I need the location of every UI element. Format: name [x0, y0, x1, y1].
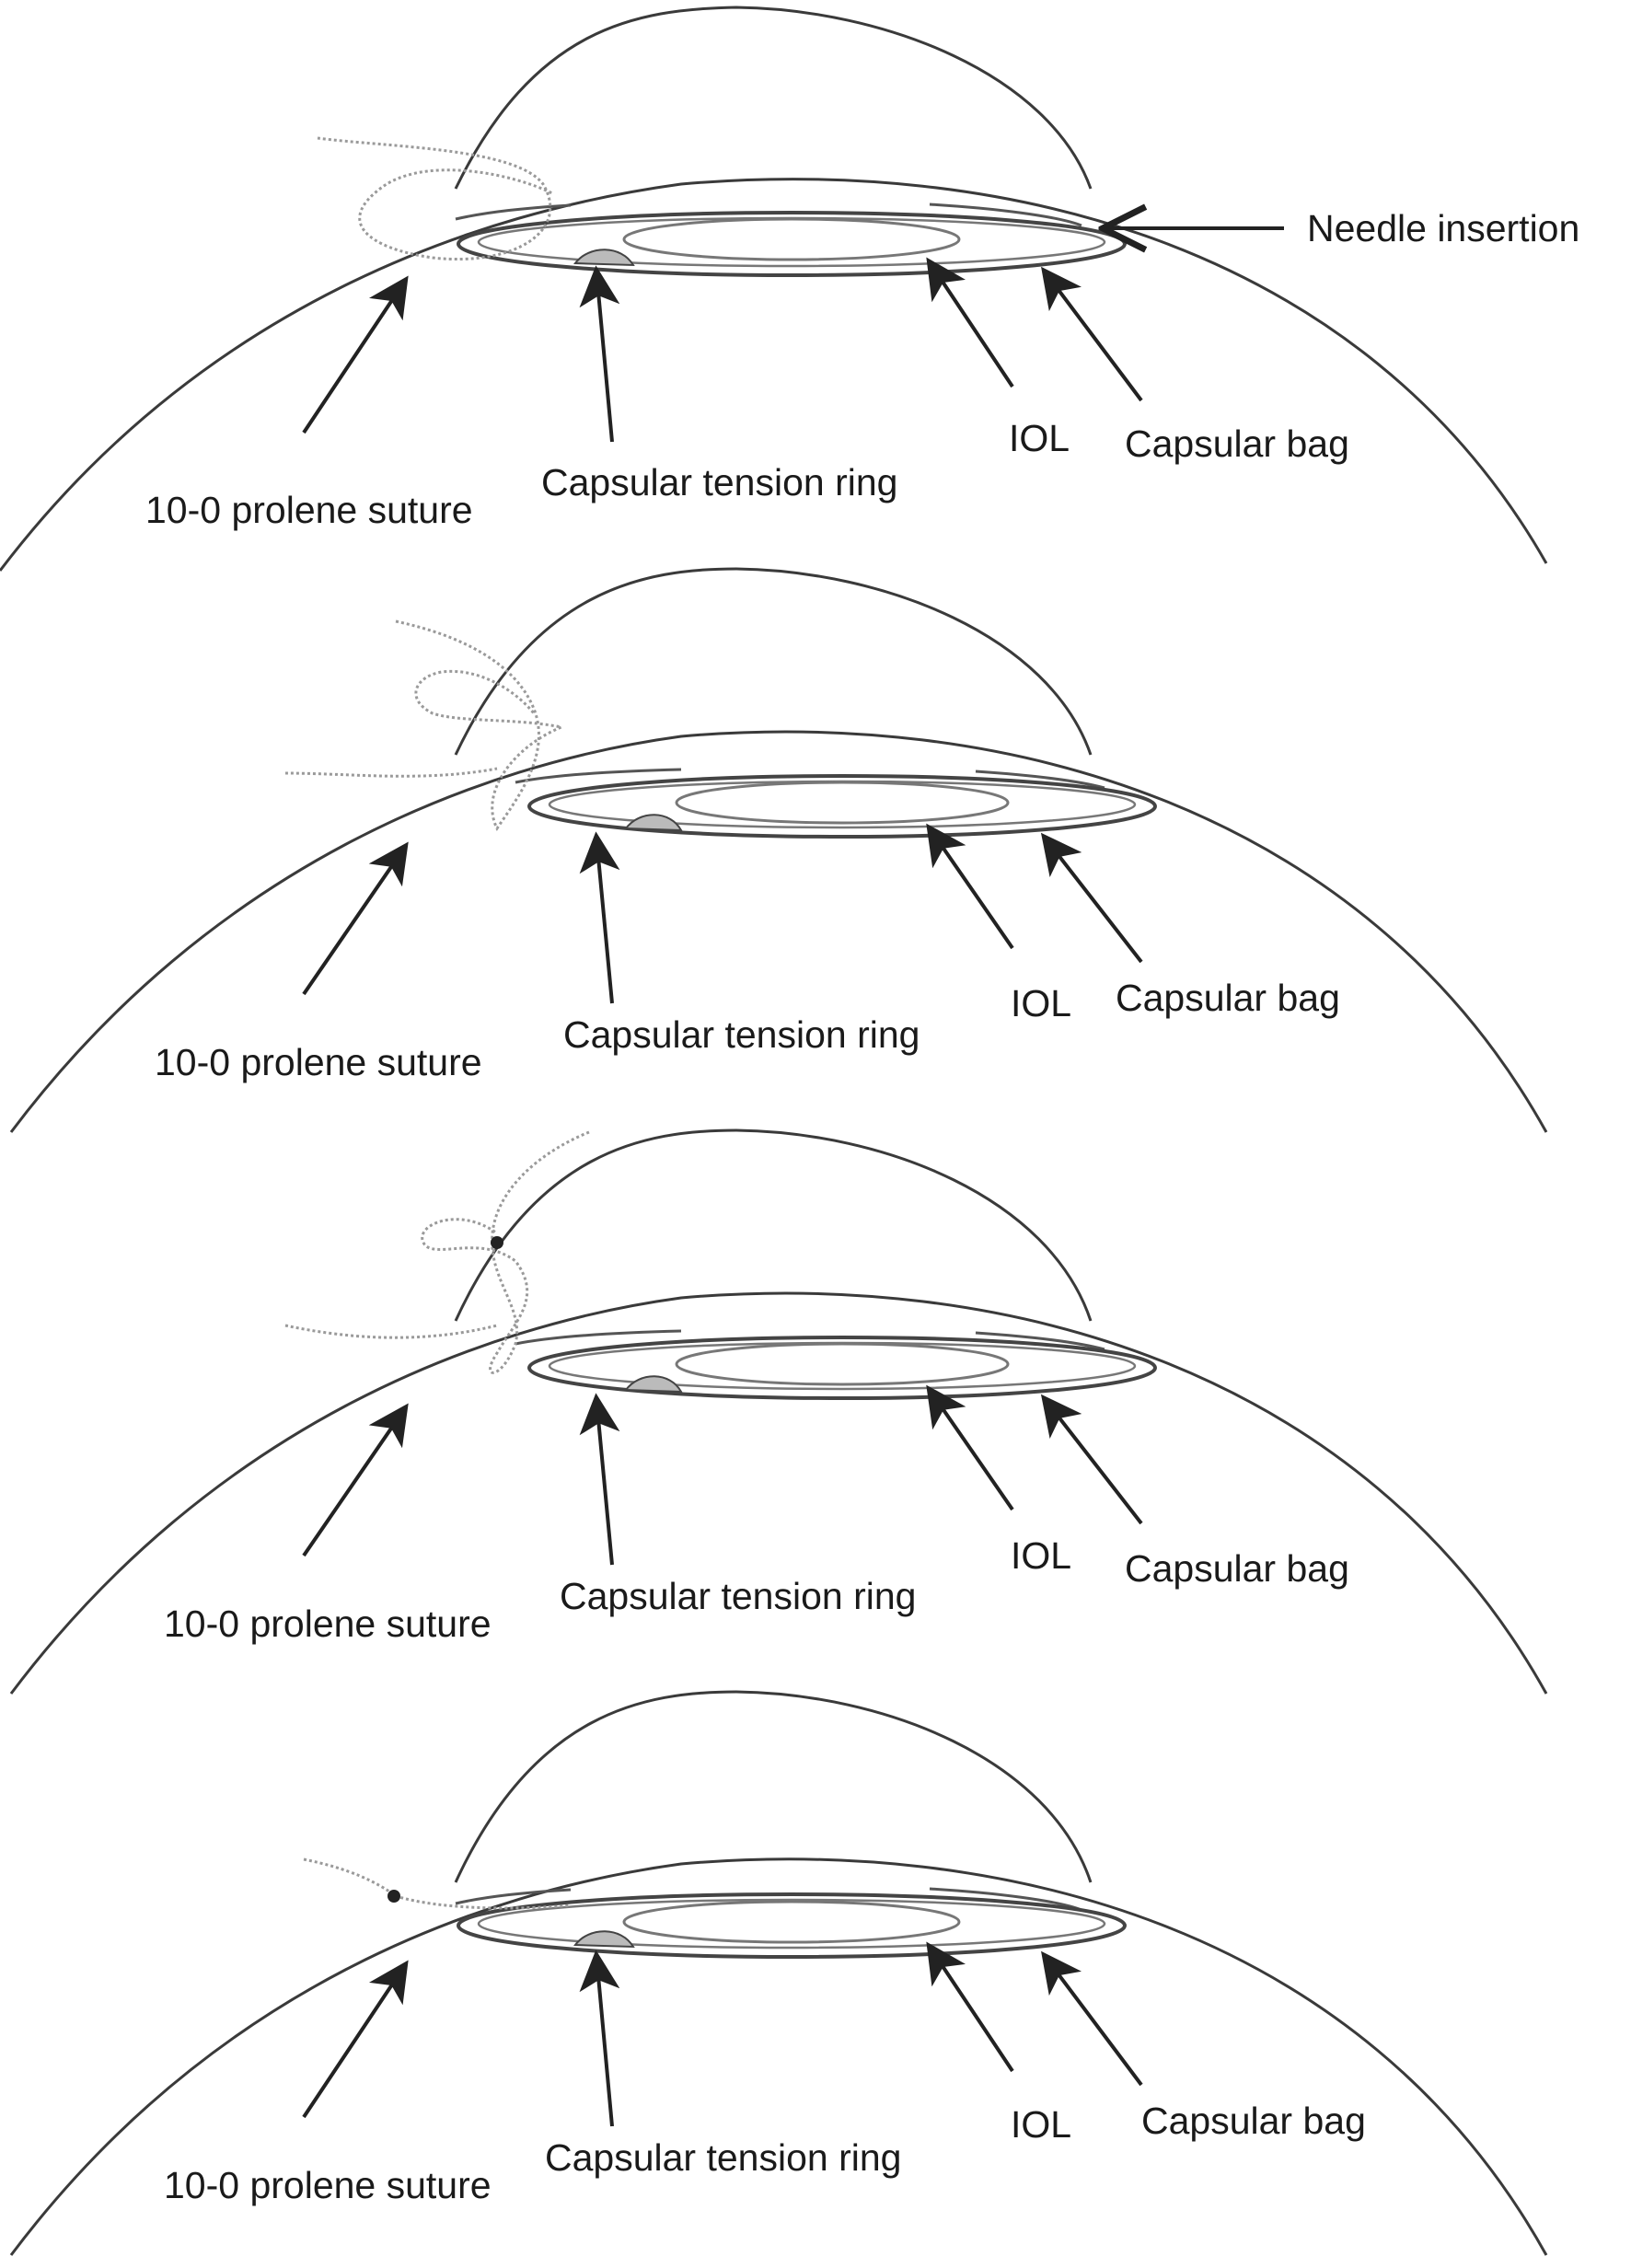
suture-tail [284, 767, 498, 778]
label-ctr: Capsular tension ring [541, 461, 897, 503]
iris-left [515, 768, 682, 784]
suture-knot [491, 1236, 503, 1249]
suture-loop [421, 1130, 590, 1374]
arrow-ctr [579, 831, 620, 1004]
arrow-bag [1041, 1950, 1143, 2087]
capsular-bag-outline [457, 1892, 1127, 1959]
ctr-eyelet [624, 814, 683, 832]
sclera-curve [9, 1291, 1548, 1695]
iris-right [929, 202, 1082, 227]
panel-2: 10-0 prolene suture Capsular tension rin… [9, 567, 1548, 1133]
iris-left [515, 1329, 682, 1346]
arrow-ctr [579, 1393, 620, 1566]
capsular-bag-outline [527, 774, 1157, 839]
iol-optic [622, 217, 961, 261]
panel-4: 10-0 prolene suture Capsular tension rin… [9, 1690, 1548, 2256]
arrow-suture [302, 841, 409, 996]
panel-1: 10-0 prolene suture Capsular tension rin… [0, 6, 1579, 572]
suture-path [317, 136, 553, 260]
label-bag: Capsular bag [1125, 1547, 1349, 1590]
label-bag: Capsular bag [1125, 422, 1349, 465]
label-iol: IOL [1011, 982, 1071, 1024]
arrow-suture [302, 1960, 409, 2119]
arrow-iol [926, 1941, 1014, 2073]
sclera-curve [9, 1857, 1548, 2256]
cornea-dome [454, 567, 1093, 756]
capsular-bag-rim [477, 1898, 1106, 1950]
label-suture: 10-0 prolene suture [164, 1603, 492, 1645]
arrow-iol [926, 257, 1014, 388]
arrow-ctr [579, 265, 620, 443]
label-bag: Capsular bag [1141, 2100, 1366, 2142]
sclera-curve [9, 730, 1548, 1133]
cornea-dome [454, 6, 1093, 190]
arrow-bag [1040, 832, 1143, 964]
iris-right [975, 770, 1105, 790]
arrow-suture [302, 275, 409, 434]
cornea-dome [454, 1690, 1093, 1883]
cornea-dome [454, 1128, 1093, 1322]
label-ctr: Capsular tension ring [560, 1575, 916, 1617]
suture-loop [395, 619, 567, 831]
iol-optic [675, 1342, 1010, 1386]
label-bag: Capsular bag [1116, 977, 1340, 1019]
arrow-bag [1040, 1394, 1143, 1525]
label-suture: 10-0 prolene suture [145, 489, 473, 531]
sclera-curve [0, 178, 1548, 572]
iol-optic [622, 1900, 961, 1944]
label-suture: 10-0 prolene suture [164, 2164, 492, 2206]
label-iol: IOL [1011, 2103, 1071, 2146]
label-ctr: Capsular tension ring [545, 2136, 901, 2179]
panel-3: 10-0 prolene suture Capsular tension rin… [9, 1128, 1548, 1695]
arrow-ctr [579, 1950, 620, 2127]
ctr-eyelet [573, 249, 635, 267]
iris-left [455, 1888, 572, 1905]
label-iol: IOL [1009, 417, 1070, 459]
arrow-iol [926, 1384, 1014, 1511]
ctr-eyelet [624, 1375, 683, 1394]
suture-path [303, 1857, 572, 1910]
label-ctr: Capsular tension ring [563, 1013, 920, 1056]
arrow-iol [926, 823, 1014, 950]
label-iol: IOL [1011, 1534, 1071, 1577]
iris-left [455, 203, 572, 221]
arrow-bag [1041, 266, 1143, 402]
label-needle: Needle insertion [1307, 207, 1579, 249]
iol-optic [675, 781, 1010, 825]
ctr-eyelet [573, 1930, 635, 1949]
iris-right [975, 1331, 1105, 1351]
suture-knot [388, 1890, 400, 1903]
capsular-bag-outline [527, 1336, 1157, 1400]
label-suture: 10-0 prolene suture [155, 1041, 482, 1083]
suture-tail [284, 1324, 498, 1339]
arrow-suture [302, 1403, 409, 1557]
